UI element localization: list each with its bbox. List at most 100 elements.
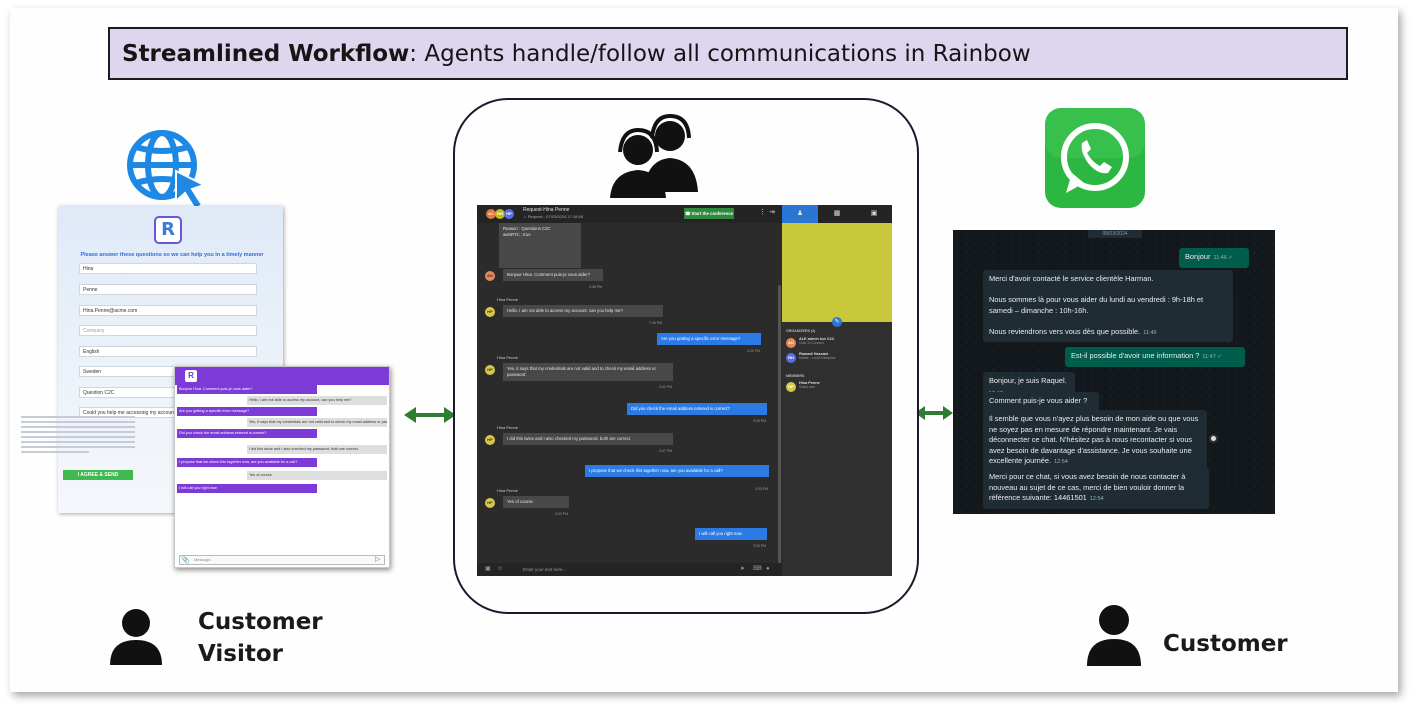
message-time: 12:54 <box>1086 496 1104 502</box>
participant-status: Mobile - Local Enterprise <box>799 356 836 360</box>
emoji-icon[interactable]: ☺ <box>497 566 504 572</box>
scrollbar[interactable] <box>778 285 781 565</box>
agent-message: Merci d'avoir contacté le service client… <box>983 270 1233 342</box>
message-text: Est-il possible d'avoir une information … <box>1071 351 1200 360</box>
start-conference-label: Start the conference <box>691 211 734 216</box>
customer-message: Bonjour Hina. Comment puis-je vous aider… <box>503 269 603 281</box>
collapse-icon[interactable]: ⇥ <box>769 209 775 216</box>
attach-icon[interactable]: 📎 <box>181 557 190 564</box>
participant-status: Guest user <box>799 385 816 389</box>
message-time: 11:47 ✓ <box>1199 354 1222 360</box>
tab-participants-icon[interactable]: ♟ <box>782 205 818 223</box>
message-time: 3:33 PM <box>555 512 569 516</box>
form-title: Please answer these questions so we can … <box>80 252 264 258</box>
agent-message: Are you getting a specific error message… <box>177 407 317 416</box>
cursor-dot <box>1209 434 1218 443</box>
send-icon[interactable]: ▷ <box>375 556 381 563</box>
web-globe-icon <box>127 130 207 211</box>
agent-message: Are you getting a specific error message… <box>657 333 761 345</box>
bubble-banner <box>782 223 892 322</box>
message-text: Bonjour <box>1185 252 1211 261</box>
whatsapp-logo-icon <box>1045 108 1145 208</box>
message-time: 2:20 PM <box>747 349 761 353</box>
message-time: 3:33 PM <box>753 419 767 423</box>
agent-message: Bonjour Hina. Comment puis-je vous aider… <box>177 385 317 394</box>
label-customer-right: Customer <box>1163 631 1288 657</box>
agent-message: I propose that we check this together no… <box>585 465 769 477</box>
mic-icon[interactable]: ● <box>766 566 770 572</box>
message-input[interactable]: Enter your text here... <box>523 567 567 572</box>
avatar: RH <box>495 209 505 219</box>
agent-message: I will call you right now <box>177 484 317 493</box>
message-time: 3:33 PM <box>755 487 769 491</box>
chat-popup: R Bonjour Hina. Comment puis-je vous aid… <box>174 366 390 568</box>
message-text: Bonjour, je suis Raquel. <box>989 376 1067 385</box>
avatar: AC <box>786 338 796 348</box>
form-field[interactable]: Company <box>79 325 257 336</box>
members-heading: MEMBERS <box>786 374 805 378</box>
message-time: 3:33 PM <box>753 544 767 548</box>
keyboard-icon[interactable]: ⌨ <box>753 566 762 572</box>
star-icon[interactable]: ☆ <box>523 214 527 219</box>
more-icon[interactable]: ⋮ <box>759 209 766 216</box>
edit-icon[interactable]: ✎ <box>832 317 842 327</box>
customer-message: Bonjour 11:46 ✓ <box>1179 248 1249 268</box>
visitor-message: Yes of course <box>247 471 387 480</box>
message-time: 7:36 PM <box>649 321 663 325</box>
conversation-subtitle-text: Request - 07/03/2024 17:18:58 <box>527 214 583 219</box>
rainbow-logo-small: R <box>185 370 197 382</box>
participant-status: Click To Connect <box>799 341 824 345</box>
date-chip: 08/03/2024 <box>1088 230 1142 238</box>
sender-name: Hina Penne <box>497 425 518 430</box>
tab-info-icon[interactable]: ▣ <box>870 210 878 217</box>
agent-message: Il semble que vous n'ayez plus besoin de… <box>983 410 1207 472</box>
customer-person-icon <box>1087 605 1141 666</box>
avatar: HP <box>485 498 495 508</box>
form-field[interactable]: English <box>79 346 257 357</box>
participant-name: Hina Penne <box>799 381 820 385</box>
visitor-message: I did this twice and I also checked my p… <box>247 445 387 454</box>
label-customer-visitor: Customer Visitor <box>198 606 323 670</box>
agree-send-button[interactable]: I AGREE & SEND <box>63 470 133 480</box>
visitor-message: Hello, I am not able to access my accoun… <box>247 396 387 405</box>
double-arrow-left <box>404 407 456 423</box>
rainbow-console: AC RH HP Request-Hina Penne ☆ Request - … <box>477 205 892 576</box>
form-summary: Reason : Questions C2C webRTC : true <box>499 223 581 268</box>
visitor-message: Yes, it says that my credentials are not… <box>247 418 387 427</box>
title-banner: Streamlined Workflow : Agents handle/fol… <box>108 27 1348 80</box>
attach-icon[interactable]: ▣ <box>485 566 491 572</box>
message-input-bar: ▣ ☺ Enter your text here... ➤ ⌨ ● <box>477 563 782 576</box>
tab-files-icon[interactable]: ▦ <box>833 210 841 217</box>
conversation-subtitle: ☆ Request - 07/03/2024 17:18:58 <box>523 214 583 219</box>
customer-message: Yes, it says that my credentials are not… <box>503 363 673 381</box>
message-time: 11:46 ✓ <box>1210 255 1234 261</box>
message-time: 12:54 <box>1051 459 1068 465</box>
agent-message: Merci pour ce chat, si vous avez besoin … <box>983 468 1209 509</box>
message-text: Il semble que vous n'ayez plus besoin de… <box>989 414 1201 465</box>
message-text: Comment puis-je vous aider ? <box>989 396 1088 405</box>
whatsapp-chat: 08/03/2024 Bonjour 11:46 ✓Merci d'avoir … <box>953 230 1275 514</box>
start-conference-button[interactable]: ☎ Start the conference <box>684 208 734 219</box>
conversation-title: Request-Hina Penne <box>523 207 570 213</box>
avatar: AG <box>485 271 495 281</box>
message-time: 3:38 PM <box>589 285 603 289</box>
send-icon[interactable]: ➤ <box>740 566 746 572</box>
organizers-heading: ORGANIZERS (2) <box>786 329 816 333</box>
banner-bold-text: Streamlined Workflow <box>122 40 410 67</box>
avatar: HP <box>504 209 514 219</box>
banner-rest-text: : Agents handle/follow all communication… <box>409 40 1031 67</box>
chat-popup-input[interactable]: Message... <box>179 555 385 565</box>
message-text: Merci pour ce chat, si vous avez besoin … <box>989 472 1188 502</box>
form-field[interactable]: Hina.Penne@acme.com <box>79 305 257 316</box>
form-field[interactable]: Hina <box>79 263 257 274</box>
rainbow-logo: R <box>154 216 182 244</box>
form-field[interactable]: Penne <box>79 284 257 295</box>
agents-headset-icon <box>610 113 698 198</box>
agent-message: Did you check the email address entered … <box>627 403 767 415</box>
avatar: HP <box>485 307 495 317</box>
sender-name: Hina Penne <box>497 297 518 302</box>
label-customer: Customer <box>198 609 323 635</box>
